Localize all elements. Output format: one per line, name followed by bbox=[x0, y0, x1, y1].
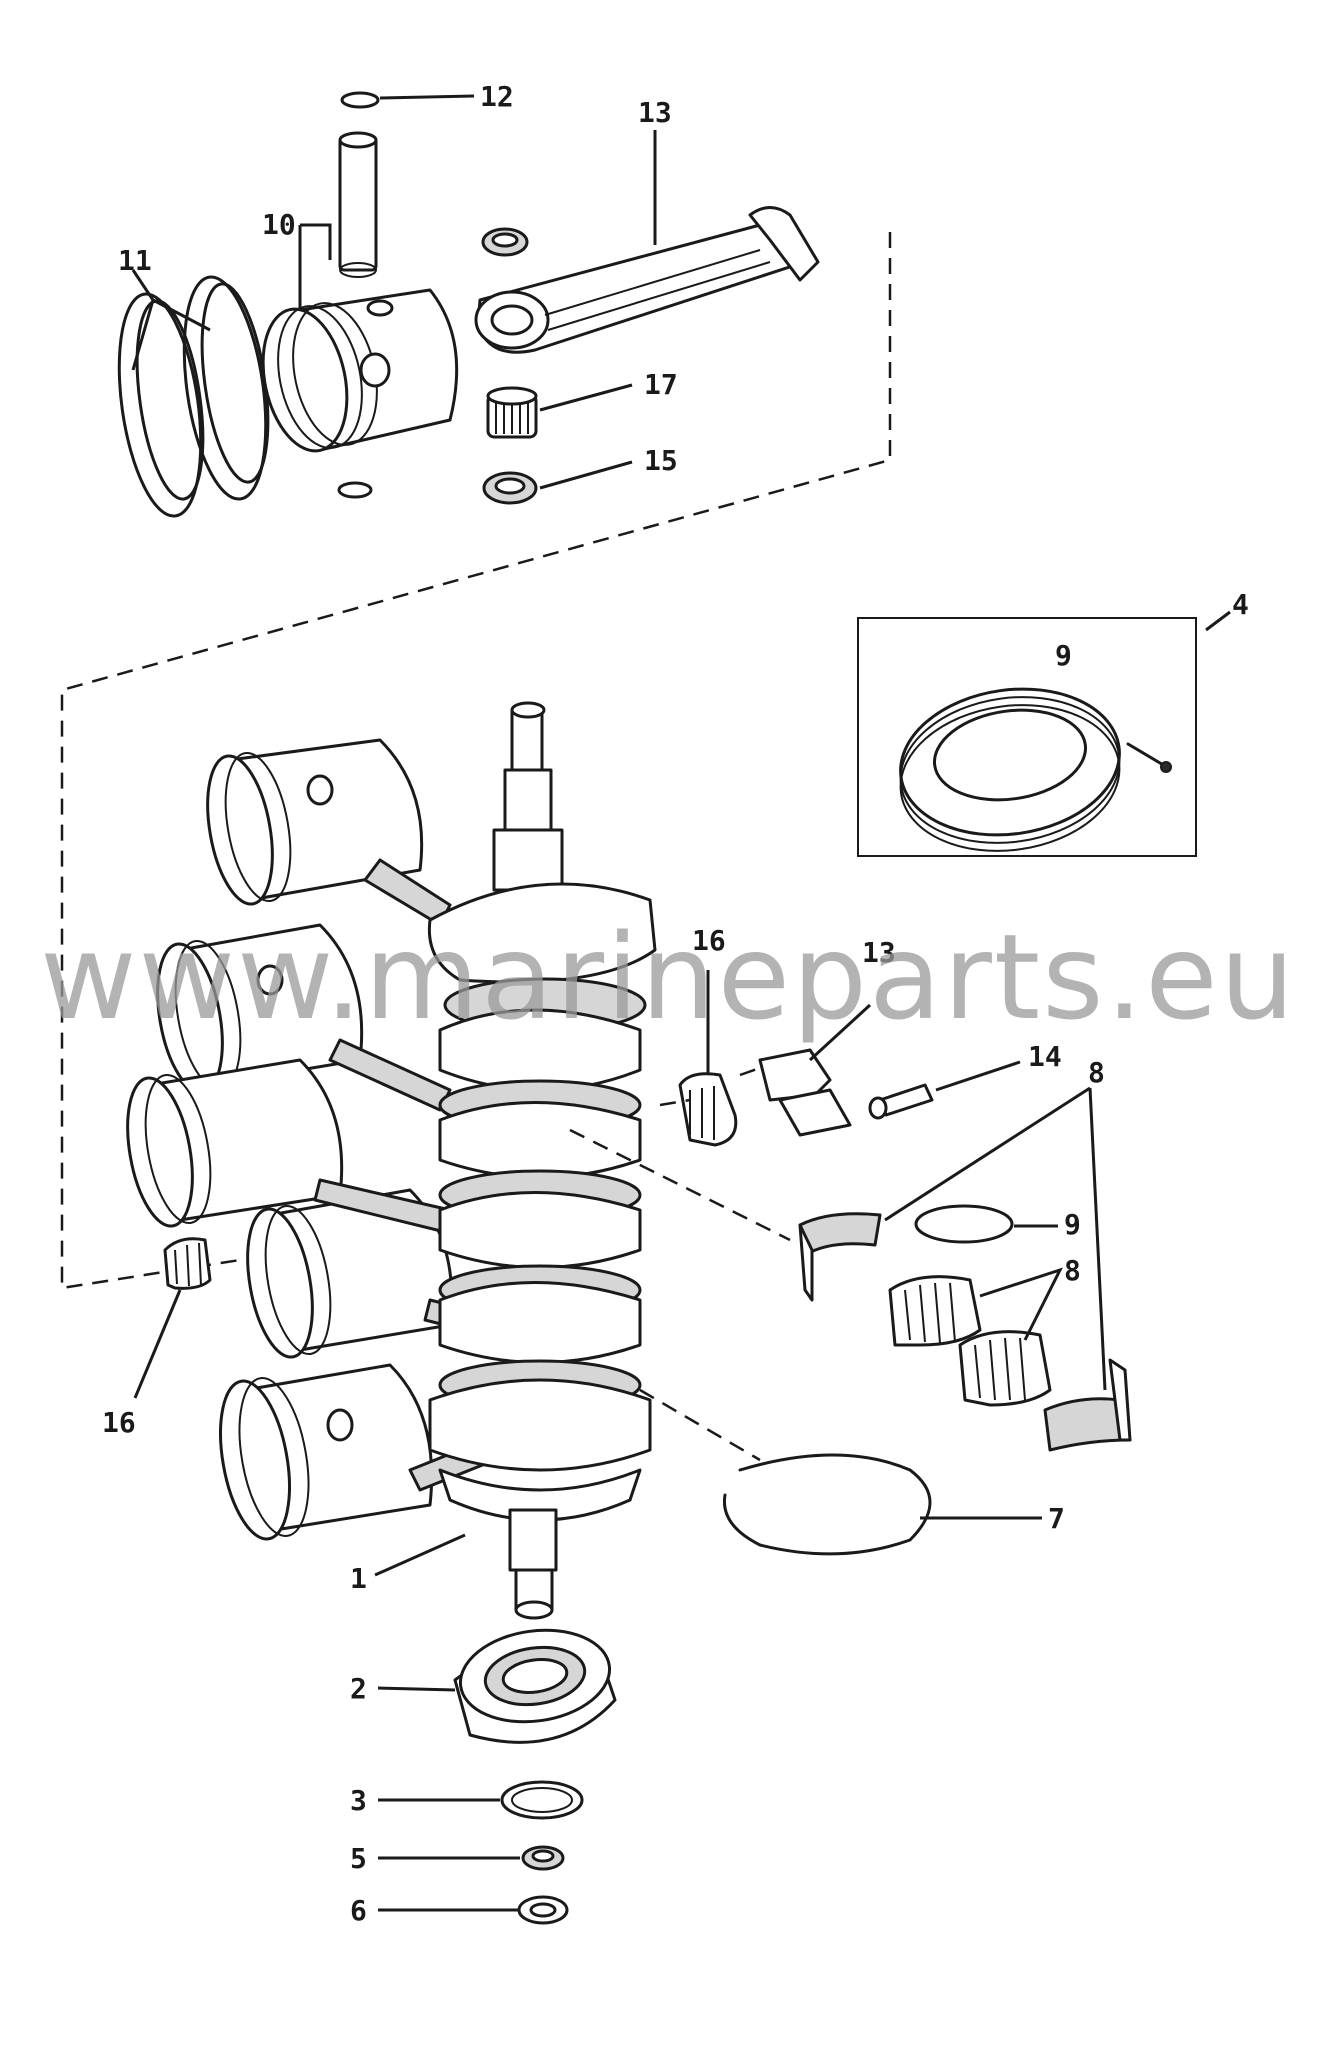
callout-7: 7 bbox=[1048, 1502, 1065, 1535]
retaining-ring-7 bbox=[722, 1453, 932, 1556]
guide-dash-ring bbox=[639, 1388, 761, 1462]
needle-bearing-16-left bbox=[163, 1237, 212, 1290]
ball-bearing-2 bbox=[453, 1628, 617, 1744]
callout-8: 8 bbox=[1064, 1254, 1081, 1287]
callout-15: 15 bbox=[644, 444, 678, 477]
piston-pin-10 bbox=[338, 131, 378, 278]
callout-2: 2 bbox=[350, 1672, 367, 1705]
piston-rings-11 bbox=[117, 275, 270, 518]
callout-16-right: 16 bbox=[692, 924, 726, 957]
callout-11: 11 bbox=[118, 244, 152, 277]
rod-cap-13-right bbox=[758, 1048, 852, 1137]
callout-12: 12 bbox=[480, 80, 514, 113]
seal-carrier-kit-box bbox=[857, 617, 1197, 857]
connecting-rod-13 bbox=[474, 206, 820, 354]
callout-3: 3 bbox=[350, 1784, 367, 1817]
callout-10: 10 bbox=[262, 208, 296, 241]
callout-13-top: 13 bbox=[638, 96, 672, 129]
washer-6 bbox=[517, 1895, 569, 1925]
callout-16-left: 16 bbox=[102, 1406, 136, 1439]
watermark-text: www.marineparts.eu bbox=[40, 908, 1297, 1046]
rod-bolt-14 bbox=[868, 1083, 934, 1120]
callout-9-kit: 9 bbox=[1055, 639, 1072, 672]
needle-bearing-17 bbox=[486, 386, 538, 439]
guide-dash-right bbox=[569, 1066, 791, 1242]
needle-bearing-16-right bbox=[678, 1072, 738, 1147]
crankshaft-assembly bbox=[126, 701, 657, 1620]
callout-14: 14 bbox=[1028, 1040, 1062, 1073]
thrust-washer-upper bbox=[481, 227, 529, 257]
assembly-dashed-outline bbox=[60, 232, 892, 1290]
callout-4: 4 bbox=[1232, 588, 1249, 621]
leader-lines bbox=[131, 94, 1231, 1912]
seal-3 bbox=[500, 1780, 584, 1820]
piston-pin-retainer-12 bbox=[340, 91, 380, 109]
lower-retainer-upper bbox=[337, 481, 373, 499]
main-bearing-8-cages bbox=[888, 1275, 1052, 1407]
main-bearing-race-8-upper bbox=[798, 1212, 882, 1302]
callout-17: 17 bbox=[644, 368, 678, 401]
o-ring-9 bbox=[914, 1204, 1014, 1244]
callout-6: 6 bbox=[350, 1894, 367, 1927]
callout-8-top: 8 bbox=[1088, 1056, 1105, 1089]
upper-piston bbox=[261, 288, 459, 453]
callout-13-right: 13 bbox=[862, 936, 896, 969]
thrust-washer-15 bbox=[482, 471, 538, 505]
main-bearing-race-8-lower bbox=[1043, 1358, 1132, 1452]
nut-5 bbox=[521, 1845, 565, 1871]
callout-5: 5 bbox=[350, 1842, 367, 1875]
callout-1: 1 bbox=[350, 1562, 367, 1595]
callout-9: 9 bbox=[1064, 1208, 1081, 1241]
